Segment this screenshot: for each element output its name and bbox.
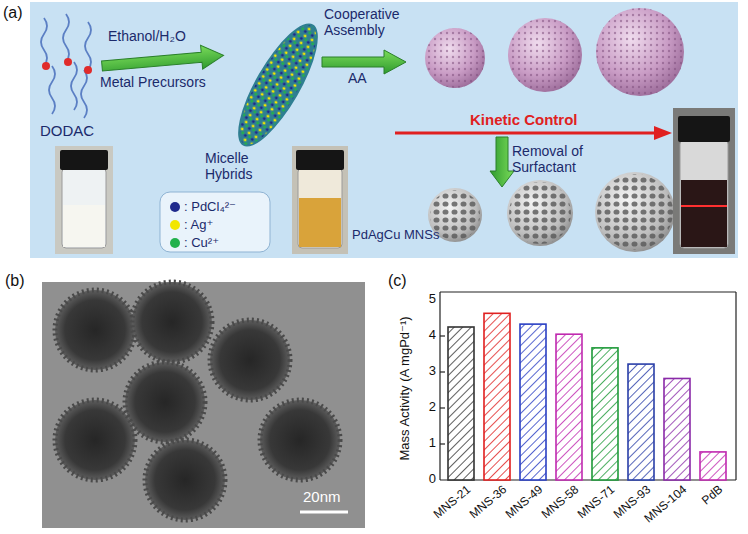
legend-swatch	[170, 220, 180, 230]
scale-bar	[300, 511, 348, 514]
step-label: Removal of Surfactant	[512, 143, 607, 175]
control-label: Kinetic Control	[470, 111, 578, 128]
bar-ground	[484, 313, 510, 480]
tick-label: 5	[412, 292, 436, 307]
product-label: PdAgCu MNSs	[352, 228, 439, 243]
step-label: Cooperative Assembly	[324, 6, 412, 38]
bar	[556, 334, 582, 480]
kinetic-arrow	[395, 126, 672, 140]
bar-ground	[448, 327, 474, 480]
axis-title: Mass Activity (A mgPd⁻¹)	[398, 288, 413, 488]
tick-label: 2	[412, 400, 436, 415]
legend-text: : Ag⁺	[184, 217, 213, 232]
tick-label: 1	[412, 436, 436, 451]
step-label: Cooperative Assembly	[324, 6, 412, 38]
tick-label: 5	[412, 292, 436, 307]
vial-photo	[292, 146, 348, 254]
bar-ground	[592, 348, 618, 480]
process-arrow	[490, 137, 514, 187]
legend-text: : PdCl₄²⁻	[184, 199, 236, 214]
molecule-label: DODAC	[40, 122, 94, 139]
bar-ground	[700, 452, 726, 480]
porous-spheres	[428, 172, 675, 252]
vial-photo	[55, 146, 113, 254]
bar-ground	[520, 324, 546, 480]
tick-mark	[440, 407, 445, 408]
legend-box	[160, 192, 270, 252]
condition-label: Metal Precursors	[100, 74, 206, 90]
stage-label: Micelle Hybrids	[205, 150, 277, 182]
control-label: Kinetic Control	[470, 111, 578, 128]
tem-image	[42, 282, 365, 528]
reagent-label: AA	[348, 70, 367, 86]
bar	[592, 348, 618, 480]
tick-mark	[440, 335, 445, 336]
legend-text: : Cu²⁺	[184, 235, 219, 250]
tick-label: 1	[412, 436, 436, 451]
stage-label: Micelle Hybrids	[205, 150, 277, 182]
tick-label: 4	[412, 328, 436, 343]
panel-letter: (c)	[388, 272, 407, 290]
bar	[700, 452, 726, 480]
legend-row: : Ag⁺	[170, 215, 213, 233]
legend-row: : Cu²⁺	[170, 233, 219, 251]
tem-particles	[55, 282, 340, 520]
panel-ground	[30, 2, 738, 258]
tick-label: 3	[412, 364, 436, 379]
tick-mark	[440, 371, 445, 372]
sphere-growth	[425, 8, 684, 96]
head-groups	[42, 58, 92, 74]
bar-ground	[664, 378, 690, 480]
legend-swatch	[170, 238, 180, 248]
tick-label: 3	[412, 364, 436, 379]
bar	[664, 378, 690, 480]
molecule-label: DODAC	[40, 122, 94, 139]
bar-ground	[628, 364, 654, 480]
condition-label: Metal Precursors	[100, 74, 206, 90]
condition-label: Ethanol/H₂O	[108, 28, 186, 44]
bar-ground	[556, 334, 582, 480]
axis-title: Mass Activity (A mgPd⁻¹)	[398, 288, 413, 488]
bar	[448, 327, 474, 480]
tick-label: 0	[412, 472, 436, 487]
reagent-label: AA	[348, 70, 367, 86]
condition-label: Ethanol/H₂O	[108, 28, 186, 44]
panel-letter: (b)	[5, 272, 25, 290]
bar	[520, 324, 546, 480]
tick-mark	[440, 443, 445, 444]
surfactant-molecules	[41, 14, 91, 118]
micelle-hybrid	[224, 13, 332, 156]
bar	[628, 364, 654, 480]
bar	[484, 313, 510, 480]
tick-label: 2	[412, 400, 436, 415]
figure-panel: (c)	[440, 292, 736, 480]
legend-row: : PdCl₄²⁻	[170, 197, 236, 215]
tick-label: 4	[412, 328, 436, 343]
tick-label: 0	[412, 472, 436, 487]
product-label: PdAgCu MNSs	[352, 228, 439, 243]
scale-label: 20nm	[303, 488, 341, 505]
category-label: MNS-21	[411, 483, 473, 534]
legend-swatch	[170, 202, 180, 212]
scale-label: 20nm	[303, 488, 341, 505]
step-label: Removal of Surfactant	[512, 143, 607, 175]
vial-photo	[673, 108, 735, 254]
category-label: MNS-21	[411, 483, 473, 534]
process-arrow	[101, 43, 225, 78]
panel-letter: (a)	[3, 4, 23, 22]
chart-axes	[440, 292, 736, 480]
